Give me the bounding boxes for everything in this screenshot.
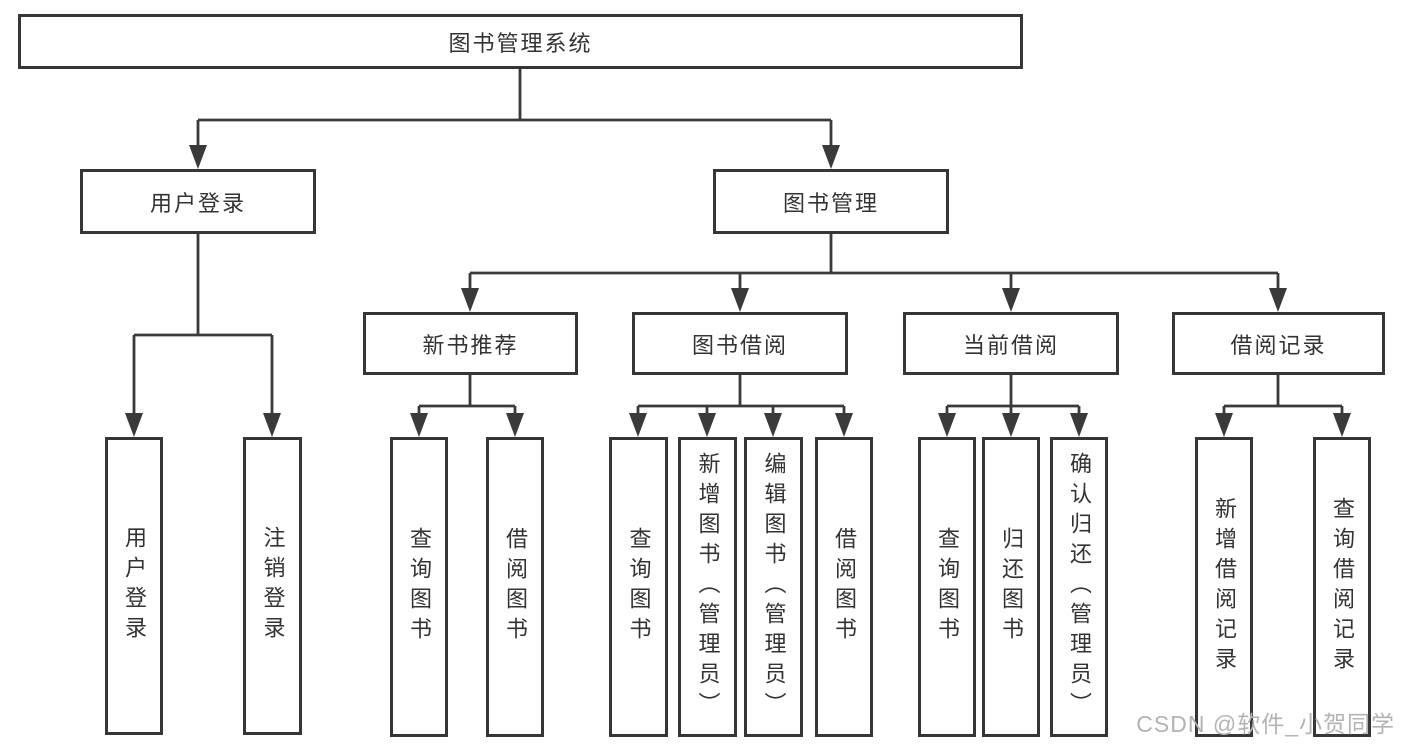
leaf-current-query-books-label: 查询图书 xyxy=(935,527,960,647)
leaf-recommend-query-books-label: 查询图书 xyxy=(407,527,432,647)
leaf-return-books-label: 归还图书 xyxy=(999,527,1024,647)
node-user-login-branch-label: 用户登录 xyxy=(149,190,246,216)
leaf-confirm-return-admin-label: 确认归还（管理员） xyxy=(1067,452,1092,722)
node-book-borrow: 图书借阅 xyxy=(632,312,848,375)
leaf-edit-books-admin-label: 编辑图书（管理员） xyxy=(761,452,787,722)
leaf-logout-label: 注销登录 xyxy=(260,526,286,646)
node-book-management-label: 图书管理 xyxy=(782,190,879,216)
arrowheads xyxy=(125,145,1351,437)
node-new-book-recommend: 新书推荐 xyxy=(363,312,578,375)
node-book-management: 图书管理 xyxy=(713,169,949,234)
leaf-current-query-books: 查询图书 xyxy=(918,437,976,737)
node-borrow-records: 借阅记录 xyxy=(1172,312,1385,375)
node-root: 图书管理系统 xyxy=(18,14,1023,69)
node-book-borrow-label: 图书借阅 xyxy=(691,332,788,358)
node-new-book-recommend-label: 新书推荐 xyxy=(422,332,519,358)
leaf-user-login: 用户登录 xyxy=(105,437,163,735)
node-current-borrow-label: 当前借阅 xyxy=(962,332,1059,358)
node-current-borrow: 当前借阅 xyxy=(903,312,1119,375)
leaf-add-books-admin: 新增图书（管理员） xyxy=(678,437,737,737)
leaf-recommend-borrow-books: 借阅图书 xyxy=(486,437,544,737)
leaf-user-login-label: 用户登录 xyxy=(122,526,147,646)
csdn-watermark: CSDN @软件_小贺同学 xyxy=(1136,711,1395,737)
leaf-add-borrow-record: 新增借阅记录 xyxy=(1195,437,1253,737)
leaf-borrow-query-books: 查询图书 xyxy=(609,437,668,737)
leaf-confirm-return-admin: 确认归还（管理员） xyxy=(1050,437,1108,737)
leaf-query-borrow-record-label: 查询借阅记录 xyxy=(1330,497,1355,677)
leaf-query-borrow-record: 查询借阅记录 xyxy=(1313,437,1371,737)
node-borrow-records-label: 借阅记录 xyxy=(1230,332,1327,358)
leaf-logout: 注销登录 xyxy=(243,437,302,735)
leaf-recommend-query-books: 查询图书 xyxy=(390,437,448,737)
leaf-add-books-admin-label: 新增图书（管理员） xyxy=(695,452,721,722)
leaf-borrow-books-label: 借阅图书 xyxy=(832,527,857,647)
node-user-login-branch: 用户登录 xyxy=(80,169,316,234)
node-root-label: 图书管理系统 xyxy=(448,30,593,56)
leaf-edit-books-admin: 编辑图书（管理员） xyxy=(744,437,803,737)
leaf-recommend-borrow-books-label: 借阅图书 xyxy=(503,527,528,647)
leaf-add-borrow-record-label: 新增借阅记录 xyxy=(1212,497,1237,677)
leaf-return-books: 归还图书 xyxy=(982,437,1040,737)
leaf-borrow-books: 借阅图书 xyxy=(815,437,873,737)
leaf-borrow-query-books-label: 查询图书 xyxy=(626,527,652,647)
